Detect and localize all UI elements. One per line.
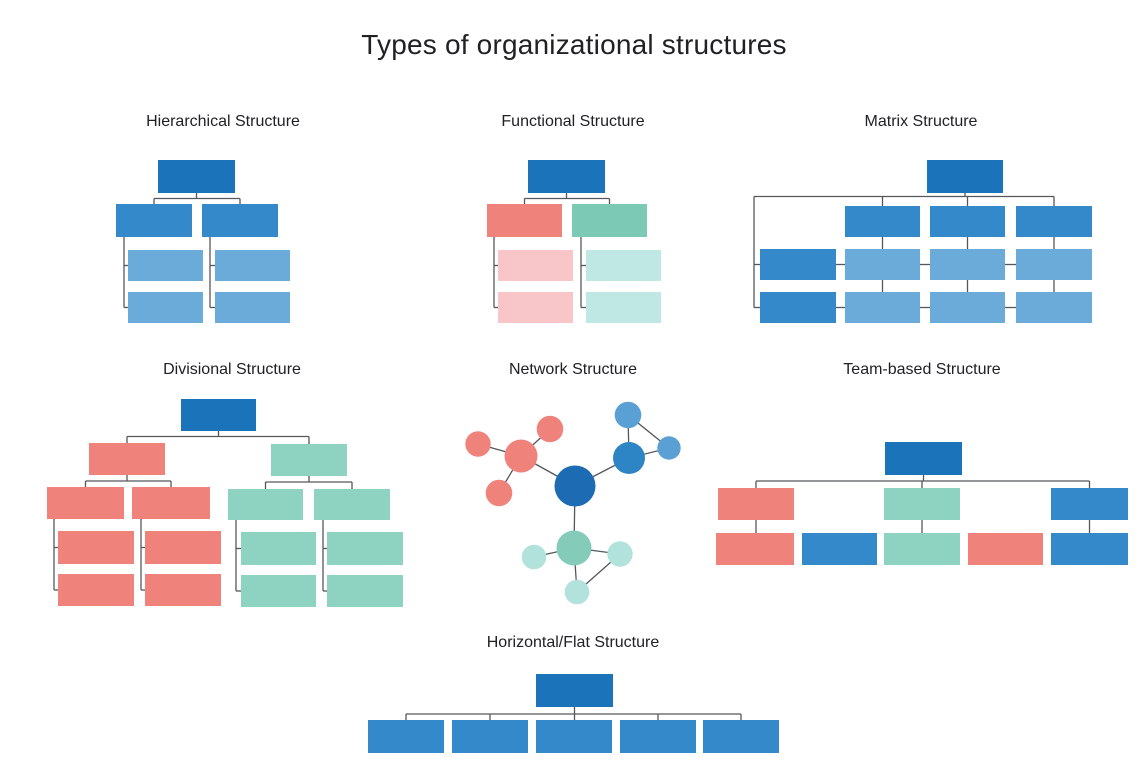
org-box [498,292,573,323]
org-box [181,399,256,431]
org-box [368,720,444,753]
org-box [202,204,278,237]
org-box [132,487,210,519]
org-box [930,292,1005,323]
org-box [536,720,612,753]
org-box [271,444,347,476]
diagram-divisional [47,399,403,607]
org-box [845,292,920,323]
org-box [58,574,134,606]
org-box [241,532,316,565]
diagram-matrix [753,160,1092,323]
org-box [241,575,316,607]
diagram-horizontal-flat [368,674,779,753]
org-box [884,488,960,520]
org-box [845,249,920,280]
network-node [613,442,645,474]
org-box [716,533,794,565]
org-box [128,292,203,323]
org-box [1016,206,1092,237]
org-box [885,442,962,475]
diagram-team-based [716,442,1128,565]
org-box [498,250,573,281]
org-box [452,720,528,753]
org-box [158,160,235,193]
org-box [930,206,1005,237]
network-node [554,465,596,507]
org-box [760,292,836,323]
org-box [968,533,1043,565]
network-node [521,544,547,570]
org-box [586,292,661,323]
network-node [614,401,642,429]
org-box [884,533,960,565]
org-box [215,292,290,323]
org-box [145,574,221,606]
org-box [927,160,1003,193]
org-box [116,204,192,237]
org-box [586,250,661,281]
label-divisional-structure: Divisional Structure [163,361,301,378]
org-box [620,720,696,753]
org-box [845,206,920,237]
org-box [215,250,290,281]
org-box [327,575,403,607]
network-node [607,541,633,567]
diagram-functional [487,160,661,323]
page-title: Types of organizational structures [361,29,787,60]
network-node [536,415,564,443]
org-box [572,204,647,237]
org-box [1016,292,1092,323]
org-box [487,204,562,237]
org-box [47,487,124,519]
network-node [485,479,513,507]
org-box [1051,533,1128,565]
org-box [760,249,836,280]
org-box [718,488,794,520]
label-functional-structure: Functional Structure [501,113,645,130]
org-box [703,720,779,753]
org-box [58,531,134,564]
network-node [657,436,681,460]
org-box [536,674,613,707]
org-box [1051,488,1128,520]
org-box [228,489,303,520]
org-box [314,489,390,520]
org-box [327,532,403,565]
diagram-hierarchical [116,160,290,323]
network-node [556,530,592,566]
label-team-based-structure: Team-based Structure [843,361,1001,378]
org-box [930,249,1005,280]
network-node [504,439,538,473]
org-box [528,160,605,193]
org-box [145,531,221,564]
org-box [1016,249,1092,280]
network-node [465,431,491,457]
org-box [89,443,165,475]
org-box [802,533,877,565]
diagram-network [465,401,681,605]
network-node [564,579,590,605]
label-matrix-structure: Matrix Structure [864,113,978,130]
label-horizontal-flat-structure: Horizontal/Flat Structure [486,634,660,651]
org-box [128,250,203,281]
label-network-structure: Network Structure [508,361,638,378]
label-hierarchical-structure: Hierarchical Structure [146,113,300,130]
